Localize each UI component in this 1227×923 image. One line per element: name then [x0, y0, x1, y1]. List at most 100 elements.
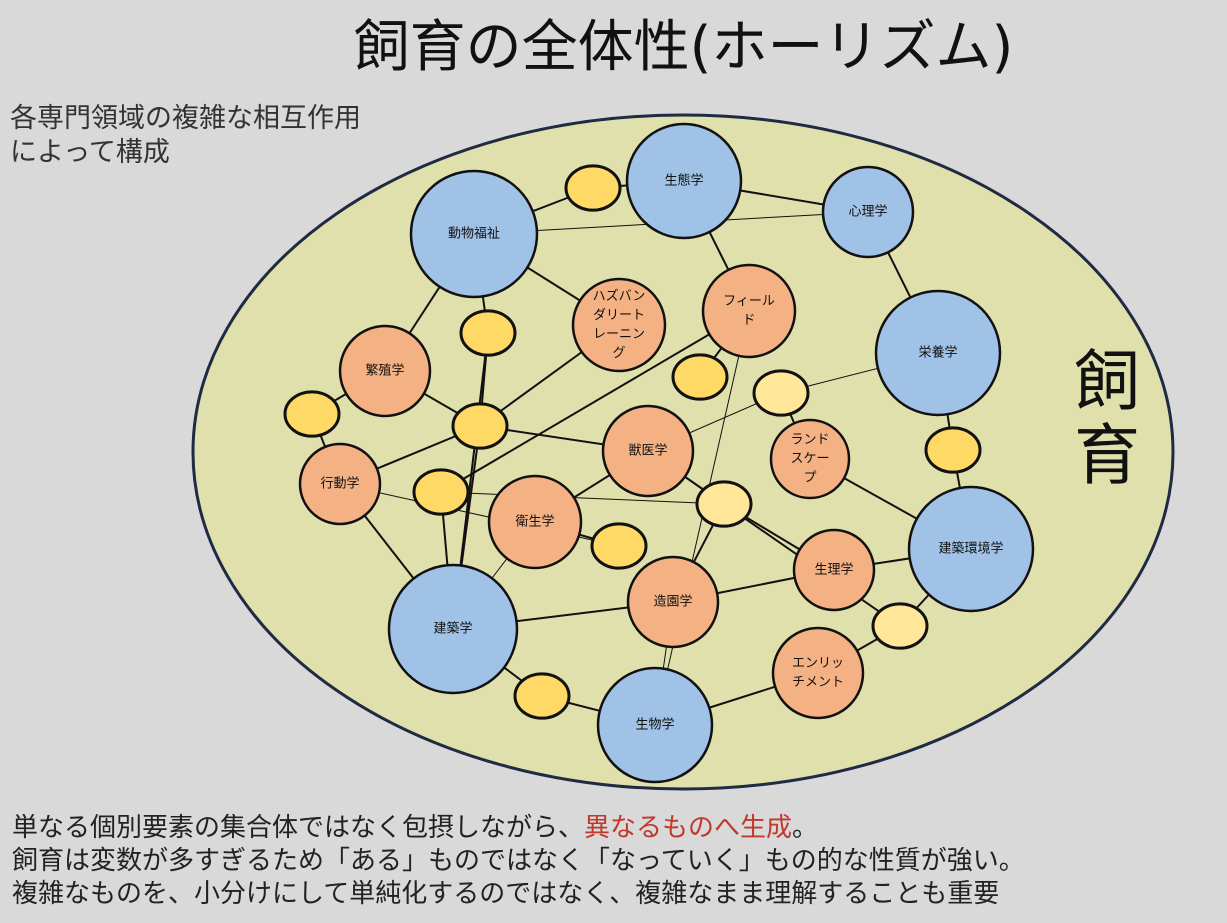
- field-node-shape: [626, 555, 720, 649]
- node-label: ド: [742, 313, 755, 328]
- field-node-shape: [821, 165, 915, 259]
- node-y10: [924, 426, 982, 474]
- node-jui: 獣医学: [601, 404, 695, 498]
- node-y11: [871, 602, 929, 650]
- node-label: 建築環境学: [938, 541, 1003, 557]
- node-y4: [671, 353, 729, 401]
- node-label: フィール: [723, 294, 775, 309]
- footer-line-1-suffix: 。: [792, 813, 819, 843]
- node-label: スケー: [790, 452, 829, 467]
- field-node-shape: [771, 626, 865, 720]
- connector-node-shape: [451, 402, 509, 450]
- node-kenchiku: 建築学: [387, 563, 519, 695]
- side-label: 飼 育: [1072, 345, 1142, 493]
- field-node-shape: [387, 563, 519, 695]
- edge-y9-y7: [440, 491, 725, 505]
- node-label: 獣医学: [628, 443, 667, 459]
- side-label-char-1: 飼: [1074, 343, 1140, 420]
- node-y7: [412, 468, 470, 516]
- field-node-shape: [409, 169, 539, 299]
- footer-highlight: 異なるものへ生成: [584, 813, 793, 843]
- node-y1: [564, 164, 622, 212]
- connector-node-shape: [671, 353, 729, 401]
- node-y12: [513, 672, 571, 720]
- footer-line-2: 飼育は変数が多すぎるため「ある」ものではなく「なっていく」もの的な性質が強い。: [12, 846, 1025, 876]
- node-fukushi: 動物福祉: [409, 169, 539, 299]
- node-label: チメント: [792, 675, 844, 690]
- node-label: 生物学: [635, 717, 674, 733]
- field-node-shape: [601, 404, 695, 498]
- node-seibutsu: 生物学: [596, 666, 714, 784]
- node-zoen: 造園学: [626, 555, 720, 649]
- node-y9: [695, 480, 753, 528]
- connector-node-shape: [752, 369, 810, 417]
- field-node-shape: [769, 418, 851, 500]
- node-hanshoku: 繁殖学: [338, 324, 432, 418]
- field-node-shape: [571, 277, 667, 373]
- footer-line-1: 単なる個別要素の集合体ではなく包摂しながら、異なるものへ生成。: [12, 812, 1025, 845]
- node-label: プ: [803, 471, 816, 486]
- subtitle-line-2: によって構成: [10, 137, 170, 168]
- connector-node-shape: [924, 426, 982, 474]
- node-y2: [459, 309, 517, 357]
- node-label: 繁殖学: [365, 363, 404, 379]
- edge-field-y7: [440, 310, 750, 493]
- connector-node-shape: [871, 602, 929, 650]
- page-title: 飼育の全体性(ホーリズム): [353, 15, 1014, 80]
- node-label: 栄養学: [918, 345, 957, 361]
- node-label: ランド: [790, 433, 829, 448]
- connector-node-shape: [513, 672, 571, 720]
- field-node-shape: [625, 122, 743, 240]
- node-y3: [451, 402, 509, 450]
- node-y6: [283, 390, 341, 438]
- node-label: 生理学: [814, 562, 853, 578]
- node-eisei: 衛生学: [487, 474, 583, 570]
- subtitle: 各専門領域の複雑な相互作用 によって構成: [10, 102, 361, 170]
- node-y8: [590, 522, 648, 570]
- footer-line-3: 複雑なものを、小分けにして単純化するのではなく、複雑なまま理解することも重要: [12, 879, 1000, 909]
- node-label: レーニン: [593, 327, 645, 342]
- field-node-shape: [338, 324, 432, 418]
- node-seitai: 生態学: [625, 122, 743, 240]
- field-node-shape: [907, 485, 1035, 613]
- node-kodo: 行動学: [298, 442, 382, 526]
- connector-node-shape: [459, 309, 517, 357]
- node-label: 建築学: [433, 621, 472, 637]
- subtitle-line-1: 各専門領域の複雑な相互作用: [10, 103, 361, 134]
- footer-text: 単なる個別要素の集合体ではなく包摂しながら、異なるものへ生成。 飼育は変数が多す…: [12, 812, 1025, 911]
- node-y5: [752, 369, 810, 417]
- footer-line-1-prefix: 単なる個別要素の集合体ではなく包摂しながら、: [12, 813, 585, 843]
- node-label: 造園学: [653, 594, 692, 610]
- nodes-group: 生態学動物福祉心理学栄養学建築環境学建築学生物学ハズバンダリートレーニングフィー…: [283, 122, 1035, 784]
- side-label-char-2: 育: [1074, 417, 1140, 494]
- field-node-shape: [792, 528, 876, 612]
- node-kankyo: 建築環境学: [907, 485, 1035, 613]
- node-seiri: 生理学: [792, 528, 876, 612]
- node-shinri: 心理学: [821, 165, 915, 259]
- node-label: 心理学: [848, 204, 887, 220]
- field-node-shape: [298, 442, 382, 526]
- node-label: ハズバン: [593, 288, 646, 304]
- connector-node-shape: [283, 390, 341, 438]
- node-label: 衛生学: [515, 514, 554, 530]
- field-node-shape: [701, 263, 797, 359]
- connector-node-shape: [695, 480, 753, 528]
- node-label: 動物福祉: [448, 227, 500, 242]
- field-node-shape: [596, 666, 714, 784]
- node-label: エンリッ: [792, 656, 844, 671]
- field-node-shape: [487, 474, 583, 570]
- connector-node-shape: [564, 164, 622, 212]
- connector-node-shape: [590, 522, 648, 570]
- node-eiyo: 栄養学: [874, 289, 1002, 417]
- connector-node-shape: [412, 468, 470, 516]
- field-node-shape: [874, 289, 1002, 417]
- node-label: 生態学: [664, 173, 703, 189]
- node-label: ダリート: [593, 308, 645, 323]
- node-label: 行動学: [320, 476, 359, 492]
- node-label: グ: [612, 346, 625, 361]
